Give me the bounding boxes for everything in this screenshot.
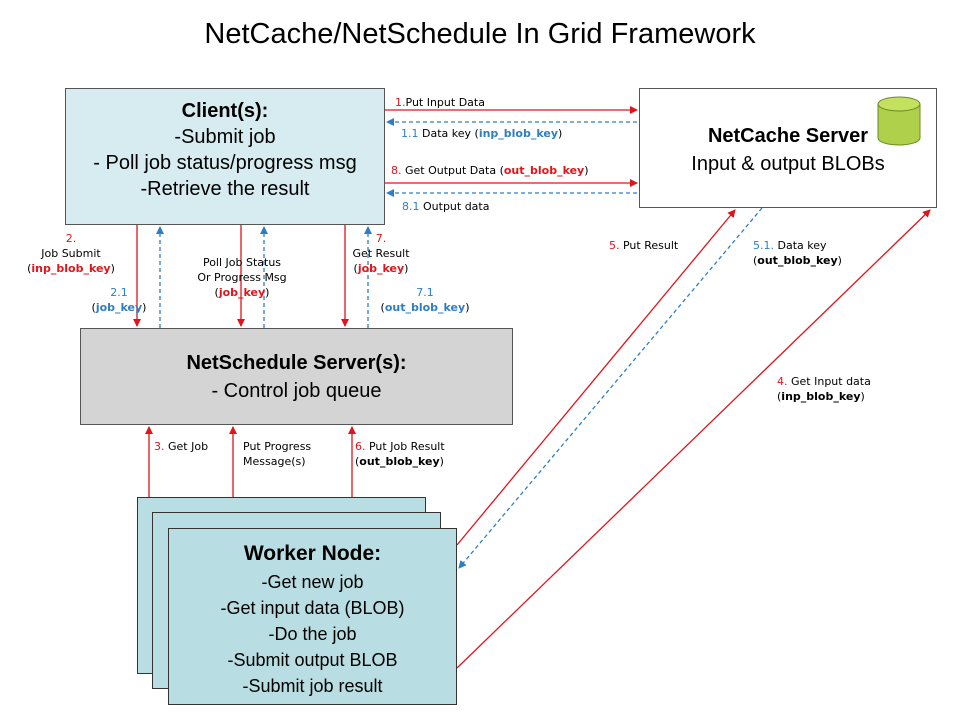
client-line: -Retrieve the result — [140, 178, 310, 200]
worker-title: Worker Node: — [243, 542, 382, 565]
label-get-result: 7. Get Result (job_key) — [352, 232, 410, 275]
client-title: Client(s): — [181, 100, 269, 122]
netschedule-subtitle: - Control job queue — [211, 380, 382, 402]
worker-line: -Get new job — [261, 572, 364, 592]
label-put-input-data: 1.Put Input Data — [395, 96, 485, 109]
worker-line: -Submit output BLOB — [227, 650, 398, 670]
worker-line: -Get input data (BLOB) — [220, 598, 405, 618]
worker-line: -Do the job — [268, 624, 357, 644]
netcache-title: NetCache Server — [707, 125, 869, 147]
label-output-data: 8.1 Output data — [402, 200, 490, 213]
label-job-submit: 2. Job Submit (inp_blob_key) — [27, 232, 115, 275]
netschedule-title: NetSchedule Server(s): — [186, 352, 407, 374]
label-put-job-result: 6. Put Job Result (out_blob_key) — [355, 440, 445, 468]
worker-line: -Submit job result — [242, 676, 383, 696]
label-data-key-out: 5.1. Data key (out_blob_key) — [753, 239, 842, 267]
label-poll-status: Poll Job Status Or Progress Msg (job_key… — [197, 256, 287, 299]
arrow-get-input-data — [456, 209, 931, 669]
netcache-box: NetCache Server Input & output BLOBs — [639, 88, 937, 208]
client-box: Client(s): -Submit job - Poll job status… — [65, 88, 385, 225]
label-out-blob-key: 7.1 (out_blob_key) — [380, 286, 470, 314]
label-get-output-data: 8. Get Output Data (out_blob_key) — [391, 164, 589, 177]
client-line: - Poll job status/progress msg — [93, 152, 357, 174]
arrow-put-result — [456, 209, 736, 546]
diagram-title: NetCache/NetSchedule In Grid Framework — [204, 18, 756, 50]
netcache-subtitle: Input & output BLOBs — [691, 153, 885, 175]
label-put-progress: Put Progress Message(s) — [243, 440, 312, 468]
arrow-data-key-out — [458, 207, 763, 569]
label-get-job: 3. Get Job — [154, 440, 209, 453]
label-get-input-data: 4. Get Input data (inp_blob_key) — [777, 375, 871, 403]
worker-node-box: Worker Node: -Get new job -Get input dat… — [168, 528, 457, 705]
label-put-result: 5. Put Result — [609, 239, 679, 252]
netschedule-box: NetSchedule Server(s): - Control job que… — [80, 328, 513, 425]
label-job-key: 2.1 (job_key) — [91, 286, 147, 314]
label-data-key-inp: 1.1 Data key (inp_blob_key) — [401, 127, 563, 140]
client-line: -Submit job — [174, 126, 276, 148]
